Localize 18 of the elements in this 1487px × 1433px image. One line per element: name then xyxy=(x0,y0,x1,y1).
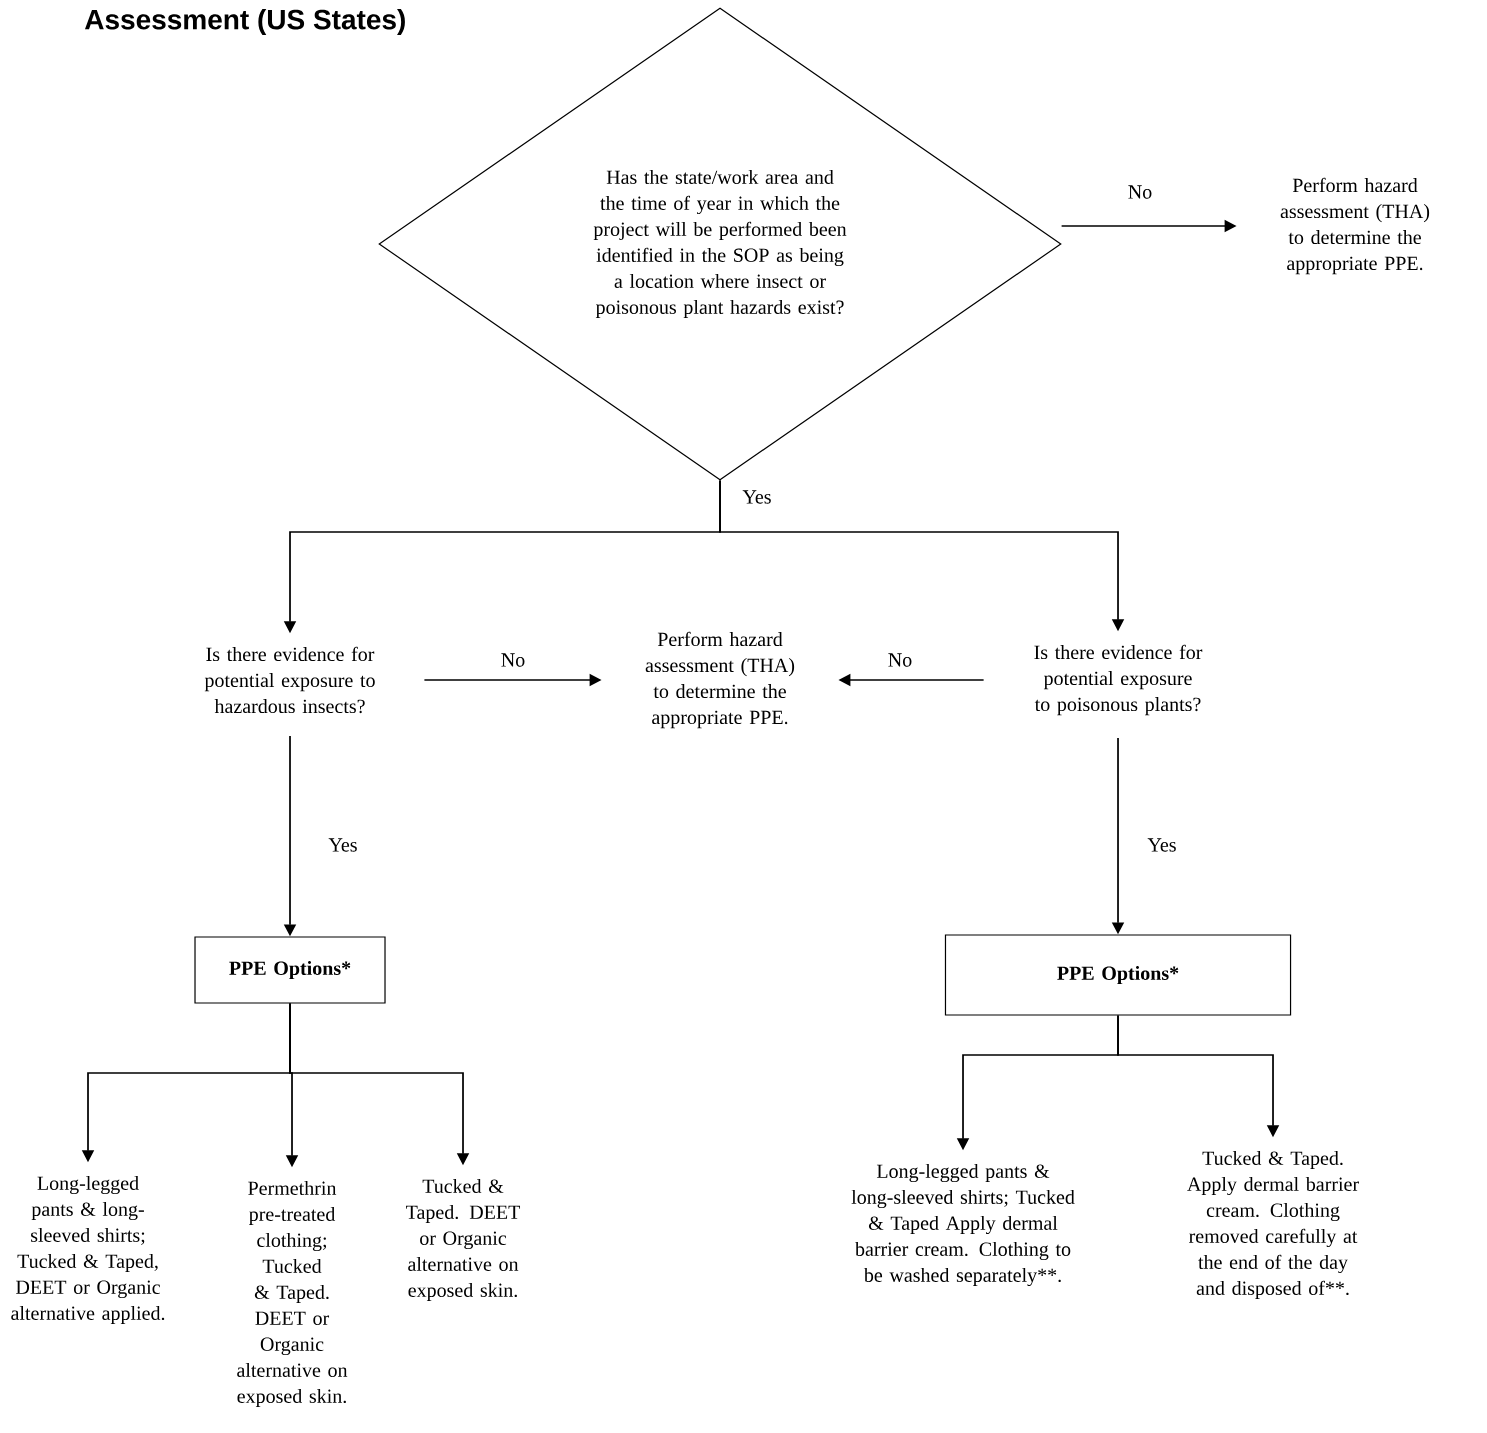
process-box: PPE Options* xyxy=(944,934,1292,1016)
title: Assessment (US States) xyxy=(84,8,405,36)
option-text: Long-legged pants & long-sleeved shirts; Tucked & Taped, DEET or Organic alternative applied. xyxy=(11,1175,165,1325)
option-text: Tucked & Taped. Apply dermal barrier cream. Clothing removed carefully at the end of the day and disposed of**. xyxy=(1187,1150,1359,1300)
question-text: Is there evidence for potential exposure to hazardous insects? xyxy=(204,646,375,714)
edge-label: Yes xyxy=(741,489,773,505)
option-text: Long-legged pants & long-sleeved shirts; Tucked & Taped Apply dermal barrier cream. Clothing to be washed separately**. xyxy=(851,1163,1075,1287)
process-box: PPE Options* xyxy=(194,936,386,1004)
option-text: Permethrin pre-treated clothing; Tucked & Taped. DEET or Organic alternative on exposed skin. xyxy=(237,1180,348,1408)
process-text: Perform hazard assessment (THA) to determine the appropriate PPE. xyxy=(645,631,795,729)
question-text: Is there evidence for potential exposure to poisonous plants? xyxy=(1034,644,1203,716)
edge-label: No xyxy=(1126,184,1154,200)
edge-label: Yes xyxy=(327,837,359,853)
process-text: Perform hazard assessment (THA) to determine the appropriate PPE. xyxy=(1280,177,1430,275)
option-text: Tucked & Taped. DEET or Organic alternative on exposed skin. xyxy=(406,1178,520,1302)
edge-label: Yes xyxy=(1146,837,1178,853)
edge-label: No xyxy=(499,652,527,668)
edge-label: No xyxy=(886,652,914,668)
